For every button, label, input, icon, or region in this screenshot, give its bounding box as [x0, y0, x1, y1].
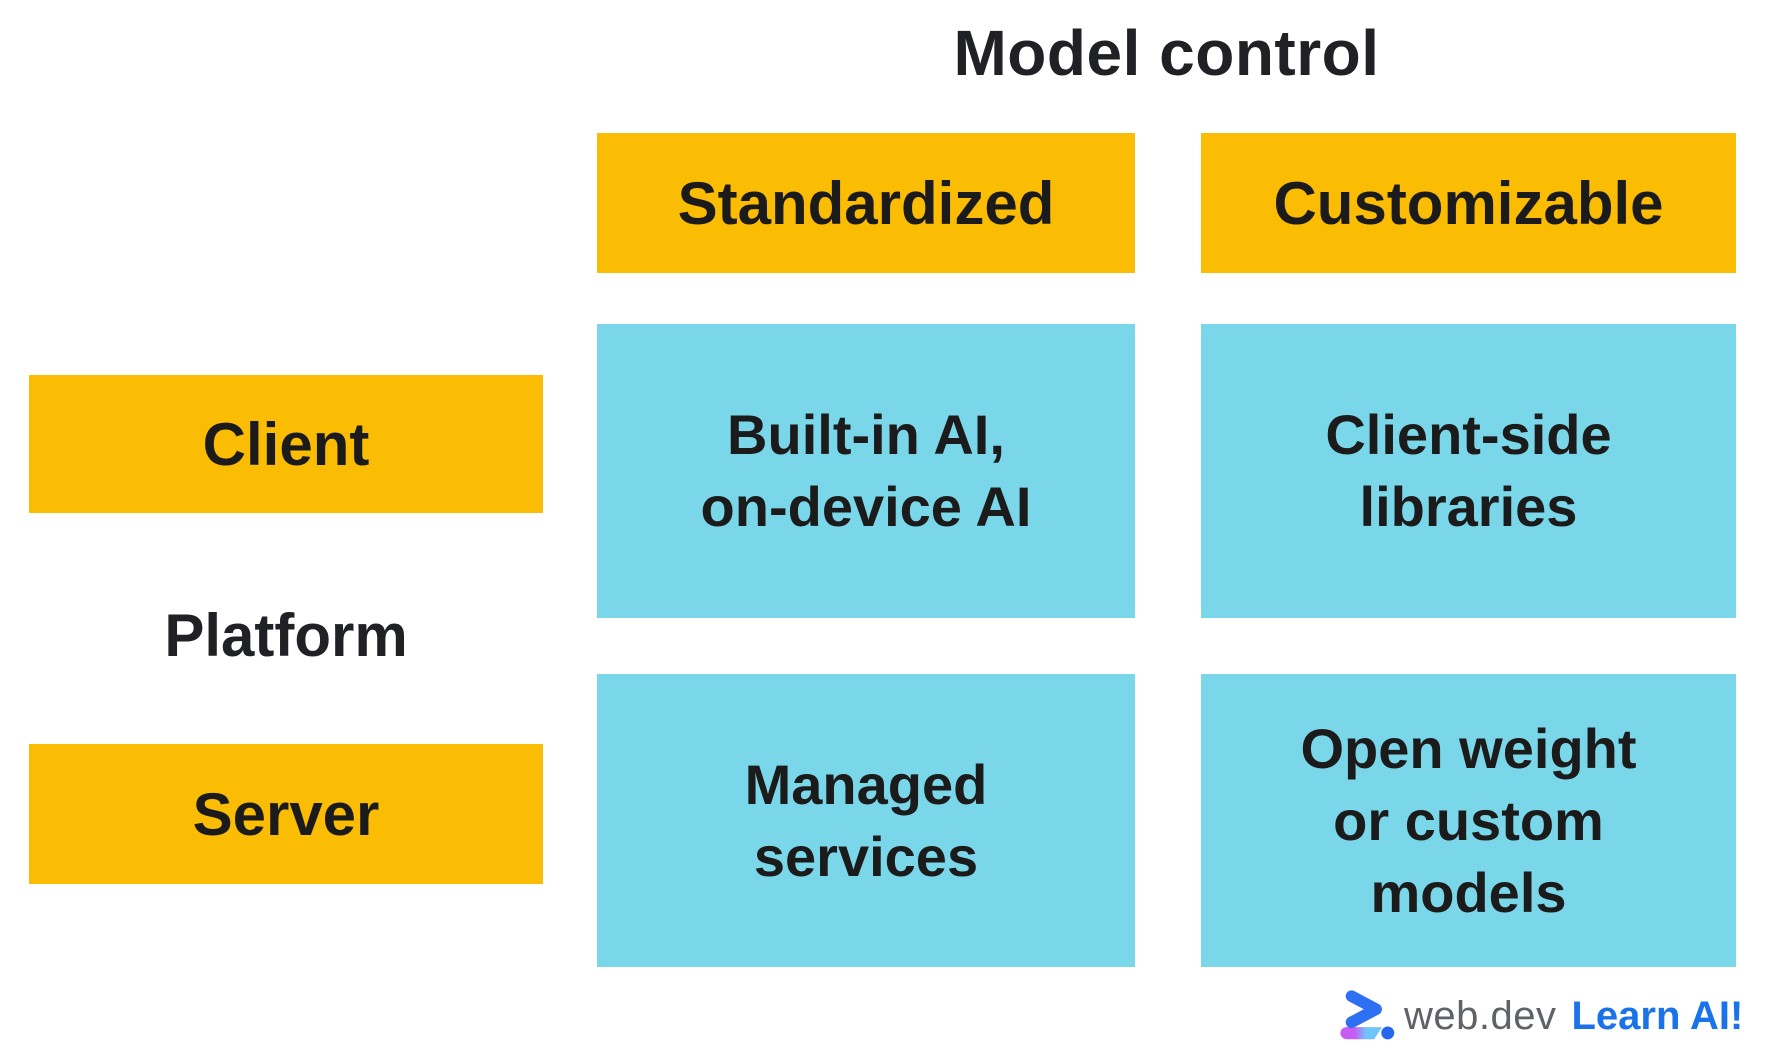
- row-header-server: Server: [29, 744, 543, 884]
- diagram-title: Model control: [953, 16, 1380, 89]
- row-axis-label-platform: Platform: [164, 601, 408, 669]
- footer-brand-lockup: web.dev Learn AI!: [1337, 986, 1743, 1046]
- cell-client-standardized: Built-in AI, on-device AI: [597, 324, 1135, 618]
- cell-server-standardized: Managed services: [597, 674, 1135, 967]
- campaign-label: Learn AI!: [1571, 993, 1744, 1038]
- web-dev-logo-icon: [1340, 990, 1395, 1040]
- row-header-client: Client: [29, 375, 543, 513]
- cell-server-customizable: Open weight or custom models: [1201, 674, 1736, 967]
- cell-client-customizable: Client-side libraries: [1201, 324, 1736, 618]
- brand-name: web.dev: [1404, 993, 1557, 1038]
- column-header-standardized: Standardized: [597, 133, 1135, 273]
- column-header-customizable: Customizable: [1201, 133, 1736, 273]
